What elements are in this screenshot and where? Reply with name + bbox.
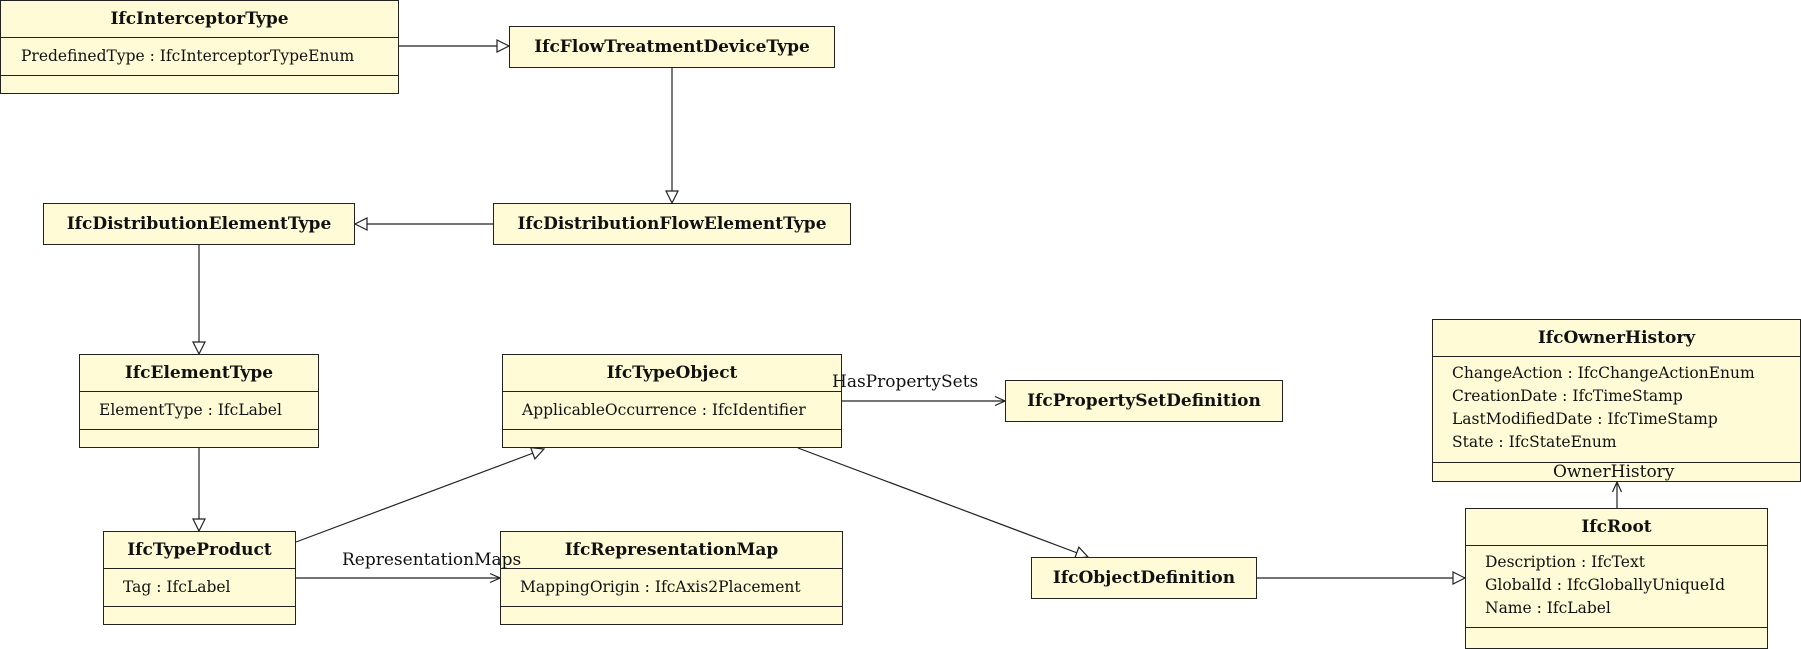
- class-name: IfcOwnerHistory: [1537, 328, 1696, 348]
- edge-typeproduct-to-typeobject: [295, 449, 544, 543]
- class-name: IfcDistributionElementType: [66, 214, 332, 234]
- attribute-section: ChangeAction : IfcChangeActionEnum Creat…: [1433, 356, 1800, 462]
- class-name: IfcPropertySetDefinition: [1027, 391, 1261, 411]
- class-ifc-type-product: IfcTypeProduct Tag : IfcLabel: [103, 531, 296, 625]
- class-name: IfcElementType: [124, 363, 274, 383]
- class-ifc-flow-treatment-device-type: IfcFlowTreatmentDeviceType: [509, 26, 835, 68]
- operation-section: [80, 429, 318, 447]
- attribute-section: PredefinedType : IfcInterceptorTypeEnum: [1, 37, 398, 75]
- operation-section: [503, 429, 841, 447]
- association-label-representation-maps: RepresentationMaps: [342, 550, 522, 570]
- class-ifc-distribution-element-type: IfcDistributionElementType: [43, 203, 355, 245]
- class-ifc-element-type: IfcElementType ElementType : IfcLabel: [79, 354, 319, 448]
- attribute: Tag : IfcLabel: [123, 578, 231, 596]
- class-ifc-object-definition: IfcObjectDefinition: [1031, 557, 1257, 599]
- attribute: ApplicableOccurrence : IfcIdentifier: [522, 401, 806, 419]
- attribute: MappingOrigin : IfcAxis2Placement: [520, 578, 801, 596]
- association-label-has-property-sets: HasPropertySets: [832, 372, 979, 392]
- attribute: ChangeAction : IfcChangeActionEnum: [1452, 364, 1755, 382]
- attribute-section: Description : IfcText GlobalId : IfcGlob…: [1466, 545, 1767, 627]
- attribute: Description : IfcText: [1485, 553, 1645, 571]
- operation-section: [1433, 462, 1800, 481]
- attribute: Name : IfcLabel: [1485, 599, 1611, 617]
- class-name: IfcInterceptorType: [110, 9, 289, 29]
- class-name: IfcObjectDefinition: [1052, 568, 1236, 588]
- class-ifc-distribution-flow-element-type: IfcDistributionFlowElementType: [493, 203, 851, 245]
- attribute-section: ElementType : IfcLabel: [80, 391, 318, 429]
- attribute: CreationDate : IfcTimeStamp: [1452, 387, 1683, 405]
- class-name: IfcRoot: [1581, 517, 1652, 537]
- class-ifc-type-object: IfcTypeObject ApplicableOccurrence : Ifc…: [502, 354, 842, 448]
- operation-section: [104, 606, 295, 624]
- class-ifc-owner-history: IfcOwnerHistory ChangeAction : IfcChange…: [1432, 319, 1801, 482]
- edge-typeobject-to-objdef: [797, 447, 1088, 557]
- operation-section: [501, 606, 842, 624]
- operation-section: [1466, 627, 1767, 648]
- attribute: ElementType : IfcLabel: [99, 401, 282, 419]
- class-name: IfcRepresentationMap: [564, 540, 779, 560]
- class-name: IfcTypeProduct: [127, 540, 272, 560]
- class-ifc-root: IfcRoot Description : IfcText GlobalId :…: [1465, 508, 1768, 649]
- association-label-owner-history: OwnerHistory: [1553, 462, 1675, 482]
- attribute: LastModifiedDate : IfcTimeStamp: [1452, 410, 1718, 428]
- attribute-section: ApplicableOccurrence : IfcIdentifier: [503, 391, 841, 429]
- attribute: GlobalId : IfcGloballyUniqueId: [1485, 576, 1726, 594]
- class-ifc-property-set-definition: IfcPropertySetDefinition: [1005, 380, 1283, 422]
- class-name: IfcFlowTreatmentDeviceType: [534, 37, 810, 57]
- class-ifc-interceptor-type: IfcInterceptorType PredefinedType : IfcI…: [0, 0, 399, 94]
- class-name: IfcTypeObject: [606, 363, 738, 383]
- attribute-section: MappingOrigin : IfcAxis2Placement: [501, 568, 842, 606]
- operation-section: [1, 75, 398, 93]
- attribute: PredefinedType : IfcInterceptorTypeEnum: [21, 47, 355, 65]
- attribute: State : IfcStateEnum: [1452, 433, 1617, 451]
- class-name: IfcDistributionFlowElementType: [517, 214, 827, 234]
- attribute-section: Tag : IfcLabel: [104, 568, 295, 606]
- class-ifc-representation-map: IfcRepresentationMap MappingOrigin : Ifc…: [500, 531, 843, 625]
